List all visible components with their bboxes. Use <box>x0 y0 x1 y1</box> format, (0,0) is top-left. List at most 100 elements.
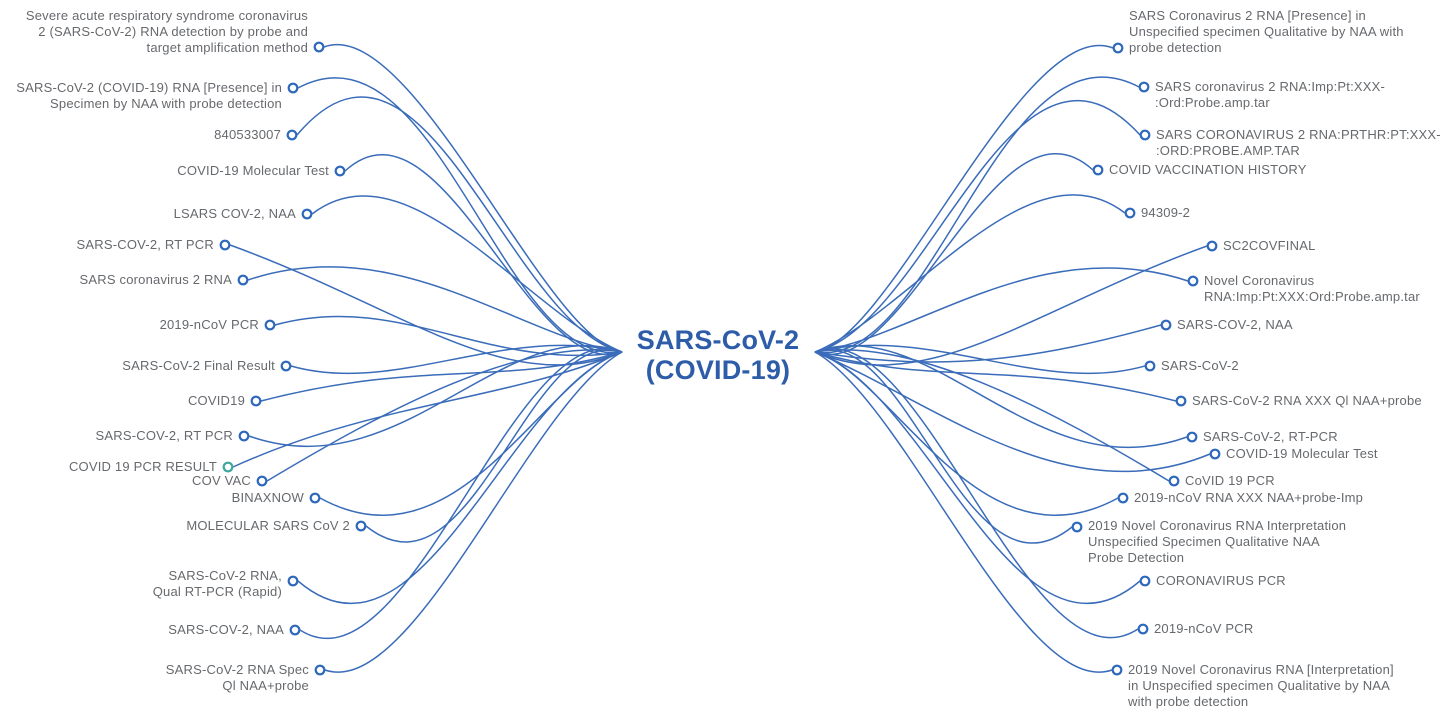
left-node-label-11: COVID 19 PCR RESULT <box>68 459 217 474</box>
right-mapping-curve-14 <box>814 349 1073 544</box>
right-mapping-curve-16 <box>814 348 1139 639</box>
right-node-label-11: COVID-19 Molecular Test <box>1226 446 1378 461</box>
right-mapping-curve-6 <box>814 267 1189 353</box>
left-node-endpoint-circle-1[interactable] <box>287 82 299 94</box>
right-node-label-12: CoVID 19 PCR <box>1185 473 1275 488</box>
left-mapping-curve-3 <box>344 154 623 356</box>
left-mapping-curve-17 <box>324 351 623 673</box>
right-node-label-10: SARS-CoV-2, RT-PCR <box>1203 429 1338 444</box>
right-node-endpoint-circle-0[interactable] <box>1112 42 1124 54</box>
right-mapping-curve-1 <box>814 76 1140 354</box>
left-node-label-14: MOLECULAR SARS CoV 2 <box>186 518 350 533</box>
left-node-label-10: SARS-COV-2, RT PCR <box>95 428 233 443</box>
left-node-endpoint-circle-7[interactable] <box>264 319 276 331</box>
left-node-endpoint-circle-4[interactable] <box>301 208 313 220</box>
left-node-endpoint-circle-17[interactable] <box>314 664 326 676</box>
left-node-label-15: SARS-CoV-2 RNA, Qual RT-PCR (Rapid) <box>152 568 282 599</box>
right-node-label-15: CORONAVIRUS PCR <box>1156 573 1286 588</box>
right-node-endpoint-circle-6[interactable] <box>1187 275 1199 287</box>
left-node-label-7: 2019-nCoV PCR <box>159 317 259 332</box>
left-node-label-8: SARS-CoV-2 Final Result <box>122 358 275 373</box>
right-mapping-curve-17 <box>814 351 1113 673</box>
left-node-endpoint-circle-14[interactable] <box>355 520 367 532</box>
right-node-label-4: 94309-2 <box>1141 205 1191 220</box>
left-node-label-13: BINAXNOW <box>231 490 304 505</box>
left-node-label-4: LSARS COV-2, NAA <box>173 206 296 221</box>
right-node-label-1: SARS coronavirus 2 RNA:Imp:Pt:XXX- :Ord:… <box>1155 79 1386 110</box>
left-node-endpoint-circle-16[interactable] <box>289 624 301 636</box>
right-mapping-curve-2 <box>814 100 1141 353</box>
right-node-label-9: SARS-CoV-2 RNA XXX Ql NAA+probe <box>1192 393 1422 408</box>
left-node-label-5: SARS-COV-2, RT PCR <box>76 237 214 252</box>
left-mapping-curve-2 <box>296 96 623 353</box>
right-node-endpoint-circle-10[interactable] <box>1186 431 1198 443</box>
right-node-endpoint-circle-1[interactable] <box>1138 81 1150 93</box>
left-mapping-curve-10 <box>248 345 623 448</box>
right-mapping-curve-4 <box>814 194 1126 353</box>
left-node-endpoint-circle-8[interactable] <box>280 360 292 372</box>
right-node-label-16: 2019-nCoV PCR <box>1154 621 1254 636</box>
right-node-endpoint-circle-16[interactable] <box>1137 623 1149 635</box>
left-node-label-12: COV VAC <box>192 473 251 488</box>
right-mapping-curve-10 <box>814 345 1188 449</box>
right-mapping-curve-0 <box>814 44 1114 353</box>
left-node-label-3: COVID-19 Molecular Test <box>177 163 329 178</box>
right-node-label-2: SARS CORONAVIRUS 2 RNA:PRTHR:PT:XXX- :OR… <box>1156 127 1440 158</box>
left-node-endpoint-circle-5[interactable] <box>219 239 231 251</box>
left-mapping-curve-12 <box>266 349 623 482</box>
left-node-endpoint-circle-0[interactable] <box>313 41 325 53</box>
central-concept-line2: (COVID-19) <box>645 355 791 385</box>
left-mapping-curve-7 <box>274 315 623 357</box>
left-node-label-17: SARS-CoV-2 RNA Spec Ql NAA+probe <box>165 662 309 693</box>
left-node-endpoint-circle-11[interactable] <box>222 461 234 473</box>
left-node-label-16: SARS-COV-2, NAA <box>168 622 284 637</box>
right-node-endpoint-circle-13[interactable] <box>1117 492 1129 504</box>
right-node-label-8: SARS-CoV-2 <box>1161 358 1239 373</box>
left-mapping-curve-9 <box>260 351 623 402</box>
right-node-endpoint-circle-4[interactable] <box>1124 207 1136 219</box>
right-node-label-13: 2019-nCoV RNA XXX NAA+probe-Imp <box>1134 490 1364 505</box>
left-mapping-curve-11 <box>232 351 623 468</box>
left-node-endpoint-circle-13[interactable] <box>309 492 321 504</box>
left-node-endpoint-circle-3[interactable] <box>334 165 346 177</box>
right-node-label-5: SC2COVFINAL <box>1223 238 1316 253</box>
right-node-endpoint-circle-9[interactable] <box>1175 395 1187 407</box>
right-node-label-0: SARS Coronavirus 2 RNA [Presence] in Uns… <box>1129 8 1404 55</box>
right-mapping-curve-3 <box>814 152 1094 356</box>
right-mapping-curve-5 <box>814 245 1208 366</box>
left-node-label-6: SARS coronavirus 2 RNA <box>79 272 232 287</box>
right-mapping-curve-7 <box>814 324 1162 363</box>
right-node-endpoint-circle-2[interactable] <box>1139 129 1151 141</box>
left-mapping-curve-6 <box>247 266 623 353</box>
right-mapping-curve-12 <box>814 349 1170 482</box>
right-node-endpoint-circle-12[interactable] <box>1168 475 1180 487</box>
left-node-endpoint-circle-10[interactable] <box>238 430 250 442</box>
central-concept-line1: SARS-CoV-2 <box>636 325 800 355</box>
left-mapping-curve-0 <box>323 43 623 353</box>
left-node-label-0: Severe acute respiratory syndrome corona… <box>25 8 308 55</box>
left-node-endpoint-circle-6[interactable] <box>237 274 249 286</box>
left-mapping-curve-16 <box>299 348 623 640</box>
left-node-endpoint-circle-12[interactable] <box>256 475 268 487</box>
right-node-endpoint-circle-14[interactable] <box>1071 521 1083 533</box>
left-node-endpoint-circle-2[interactable] <box>286 129 298 141</box>
right-node-endpoint-circle-5[interactable] <box>1206 240 1218 252</box>
central-concept-title: SARS-CoV-2 (COVID-19) <box>608 325 828 385</box>
right-mapping-curve-15 <box>814 351 1141 605</box>
left-mapping-curve-4 <box>311 195 623 353</box>
right-node-endpoint-circle-7[interactable] <box>1160 319 1172 331</box>
right-node-label-7: SARS-COV-2, NAA <box>1177 317 1293 332</box>
right-node-endpoint-circle-8[interactable] <box>1144 360 1156 372</box>
right-node-endpoint-circle-3[interactable] <box>1092 164 1104 176</box>
right-node-endpoint-circle-11[interactable] <box>1209 448 1221 460</box>
left-node-label-2: 840533007 <box>214 127 281 142</box>
left-mapping-curve-1 <box>297 77 623 354</box>
right-node-label-3: COVID VACCINATION HISTORY <box>1109 162 1307 177</box>
right-node-endpoint-circle-17[interactable] <box>1111 664 1123 676</box>
left-node-endpoint-circle-15[interactable] <box>287 575 299 587</box>
right-node-endpoint-circle-15[interactable] <box>1139 575 1151 587</box>
left-node-label-1: SARS-CoV-2 (COVID-19) RNA [Presence] in … <box>16 80 282 111</box>
left-node-endpoint-circle-9[interactable] <box>250 395 262 407</box>
right-node-label-6: Novel Coronavirus RNA:Imp:Pt:XXX:Ord:Pro… <box>1204 273 1420 304</box>
